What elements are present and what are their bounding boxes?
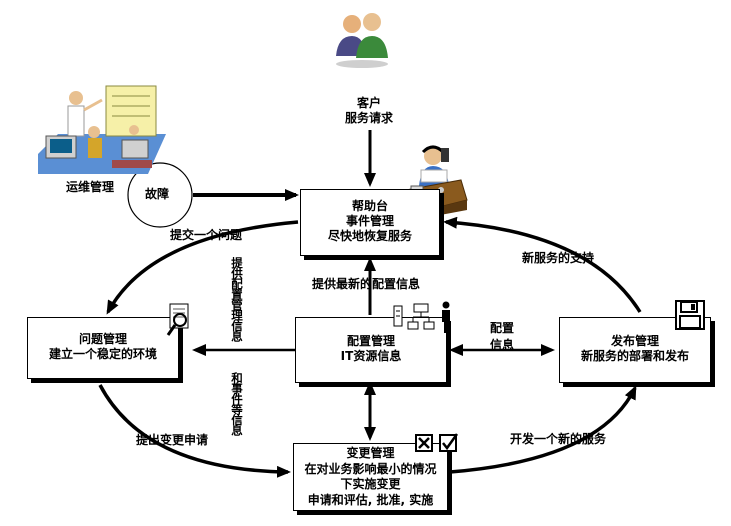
config-line2: IT资源信息	[340, 349, 402, 363]
customer-label: 客户 服务请求	[337, 96, 401, 126]
customer-line1: 客户	[356, 96, 381, 110]
ops-label: 运维管理	[66, 180, 115, 194]
curve-helpdesk-to-problem	[106, 220, 299, 315]
problem-box: 问题管理 建立一个稳定的环境	[27, 317, 179, 379]
label-change-request: 提出变更申请	[136, 433, 209, 447]
config-info-line1: 配置	[490, 321, 515, 335]
curve-problem-to-change	[98, 384, 291, 478]
label-config-info: 配置 信息	[490, 321, 514, 353]
curve-change-to-release	[449, 385, 637, 474]
label-vertical-event: 和事件等信息	[230, 372, 244, 435]
config-box: 配置管理 IT资源信息	[295, 317, 447, 383]
floppy-disk-icon	[675, 300, 705, 330]
label-latest-config: 提供最新的配置信息	[312, 277, 421, 291]
people-icon	[336, 13, 388, 68]
fault-circle	[127, 162, 193, 228]
helpdesk-title: 帮助台	[351, 199, 388, 213]
close-box-icon	[415, 434, 433, 452]
config-info-line2: 信息	[490, 338, 515, 352]
label-develop-service: 开发一个新的服务	[510, 432, 607, 446]
checkbox-icon	[439, 433, 459, 452]
config-title: 配置管理	[346, 334, 395, 348]
helpdesk-line2: 事件管理	[345, 214, 394, 228]
helpdesk-line3: 尽快地恢复服务	[327, 229, 412, 243]
label-vertical-config: 提供配置管理信息	[230, 257, 244, 341]
helpdesk-box: 帮助台 事件管理 尽快地恢复服务	[300, 189, 440, 256]
label-submit-problem: 提交一个问题	[170, 228, 243, 242]
magnifier-document-icon	[166, 303, 189, 336]
release-title: 发布管理	[610, 334, 659, 348]
change-line2: 在对业务影响最小的情况	[304, 461, 437, 476]
curve-release-to-helpdesk	[443, 216, 642, 313]
problem-line2: 建立一个稳定的环境	[48, 347, 157, 361]
release-line2: 新服务的部署和发布	[580, 349, 689, 363]
change-title: 变更管理	[346, 446, 395, 460]
change-box: 变更管理 在对业务影响最小的情况 下实施变更 申请和评估, 批准, 实施	[293, 443, 448, 511]
customer-line2: 服务请求	[344, 111, 393, 125]
label-new-service-support: 新服务的支持	[522, 251, 595, 265]
fault-label: 故障	[145, 187, 170, 201]
problem-title: 问题管理	[78, 332, 127, 346]
office-workers-icon	[38, 85, 166, 174]
network-person-icon	[393, 301, 450, 333]
change-line4: 申请和评估, 批准, 实施	[307, 492, 434, 507]
change-line3: 下实施变更	[340, 477, 401, 491]
